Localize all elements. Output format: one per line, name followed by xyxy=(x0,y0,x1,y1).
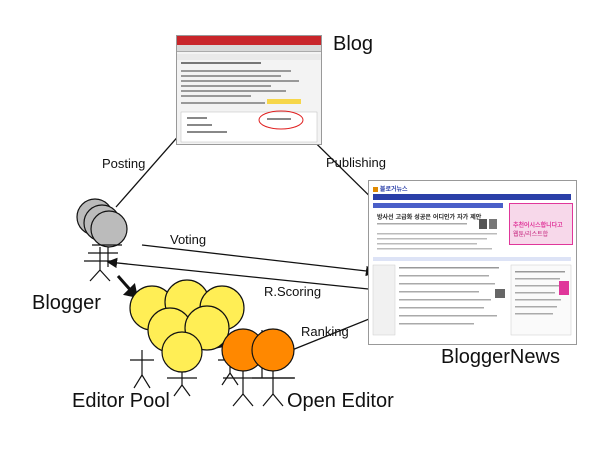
blogger-to-pool-arrow xyxy=(116,275,138,298)
node-label-blogger: Blogger xyxy=(32,292,101,314)
edge-label-publishing: Publishing xyxy=(326,155,386,170)
node-label-open-editor: Open Editor xyxy=(287,390,394,412)
news-logo-icon xyxy=(373,187,378,192)
blog-screenshot-toolbar-2 xyxy=(177,54,321,60)
news-nav-bar xyxy=(373,194,571,200)
open-editor-figure-icon xyxy=(221,328,295,407)
edge-label-r-scoring: R.Scoring xyxy=(264,284,322,299)
news-headline: 방사선 고급화 성공은 어디인가 자가 제안 xyxy=(377,214,482,221)
node-label-blog: Blog xyxy=(333,33,374,55)
news-tab-bar xyxy=(373,203,503,208)
blog-screenshot-toolbar xyxy=(177,45,321,52)
node-label-bloggernews: BloggerNews xyxy=(441,346,560,368)
voting-arrow xyxy=(141,244,377,277)
blog-screenshot xyxy=(176,35,322,145)
blog-screenshot-topbar xyxy=(177,36,321,45)
news-content-lines xyxy=(372,219,572,336)
news-ad-line-1: 추천어시스합니다고 xyxy=(513,222,563,229)
bloggernews-screenshot: 블로거뉴스 방사선 고급화 성공은 어디인가 자가 제안 추천어시스합니다고 웹… xyxy=(368,180,577,345)
blog-screenshot-text-lines xyxy=(180,62,318,143)
news-ad-line-2: 웹툰/리스트합 xyxy=(513,231,549,238)
edge-label-ranking: Ranking xyxy=(301,324,349,339)
news-ad-banner: 추천어시스합니다고 웹툰/리스트합 xyxy=(509,203,573,245)
blogger-figure-icon xyxy=(76,198,128,282)
news-site-title: 블로거뉴스 xyxy=(379,186,408,193)
edge-label-posting: Posting xyxy=(102,156,146,171)
editor-pool-figure-icon xyxy=(129,279,294,397)
r-scoring-arrow xyxy=(106,257,379,291)
node-label-editor-pool: Editor Pool xyxy=(72,390,170,412)
edge-label-voting: Voting xyxy=(170,232,207,247)
